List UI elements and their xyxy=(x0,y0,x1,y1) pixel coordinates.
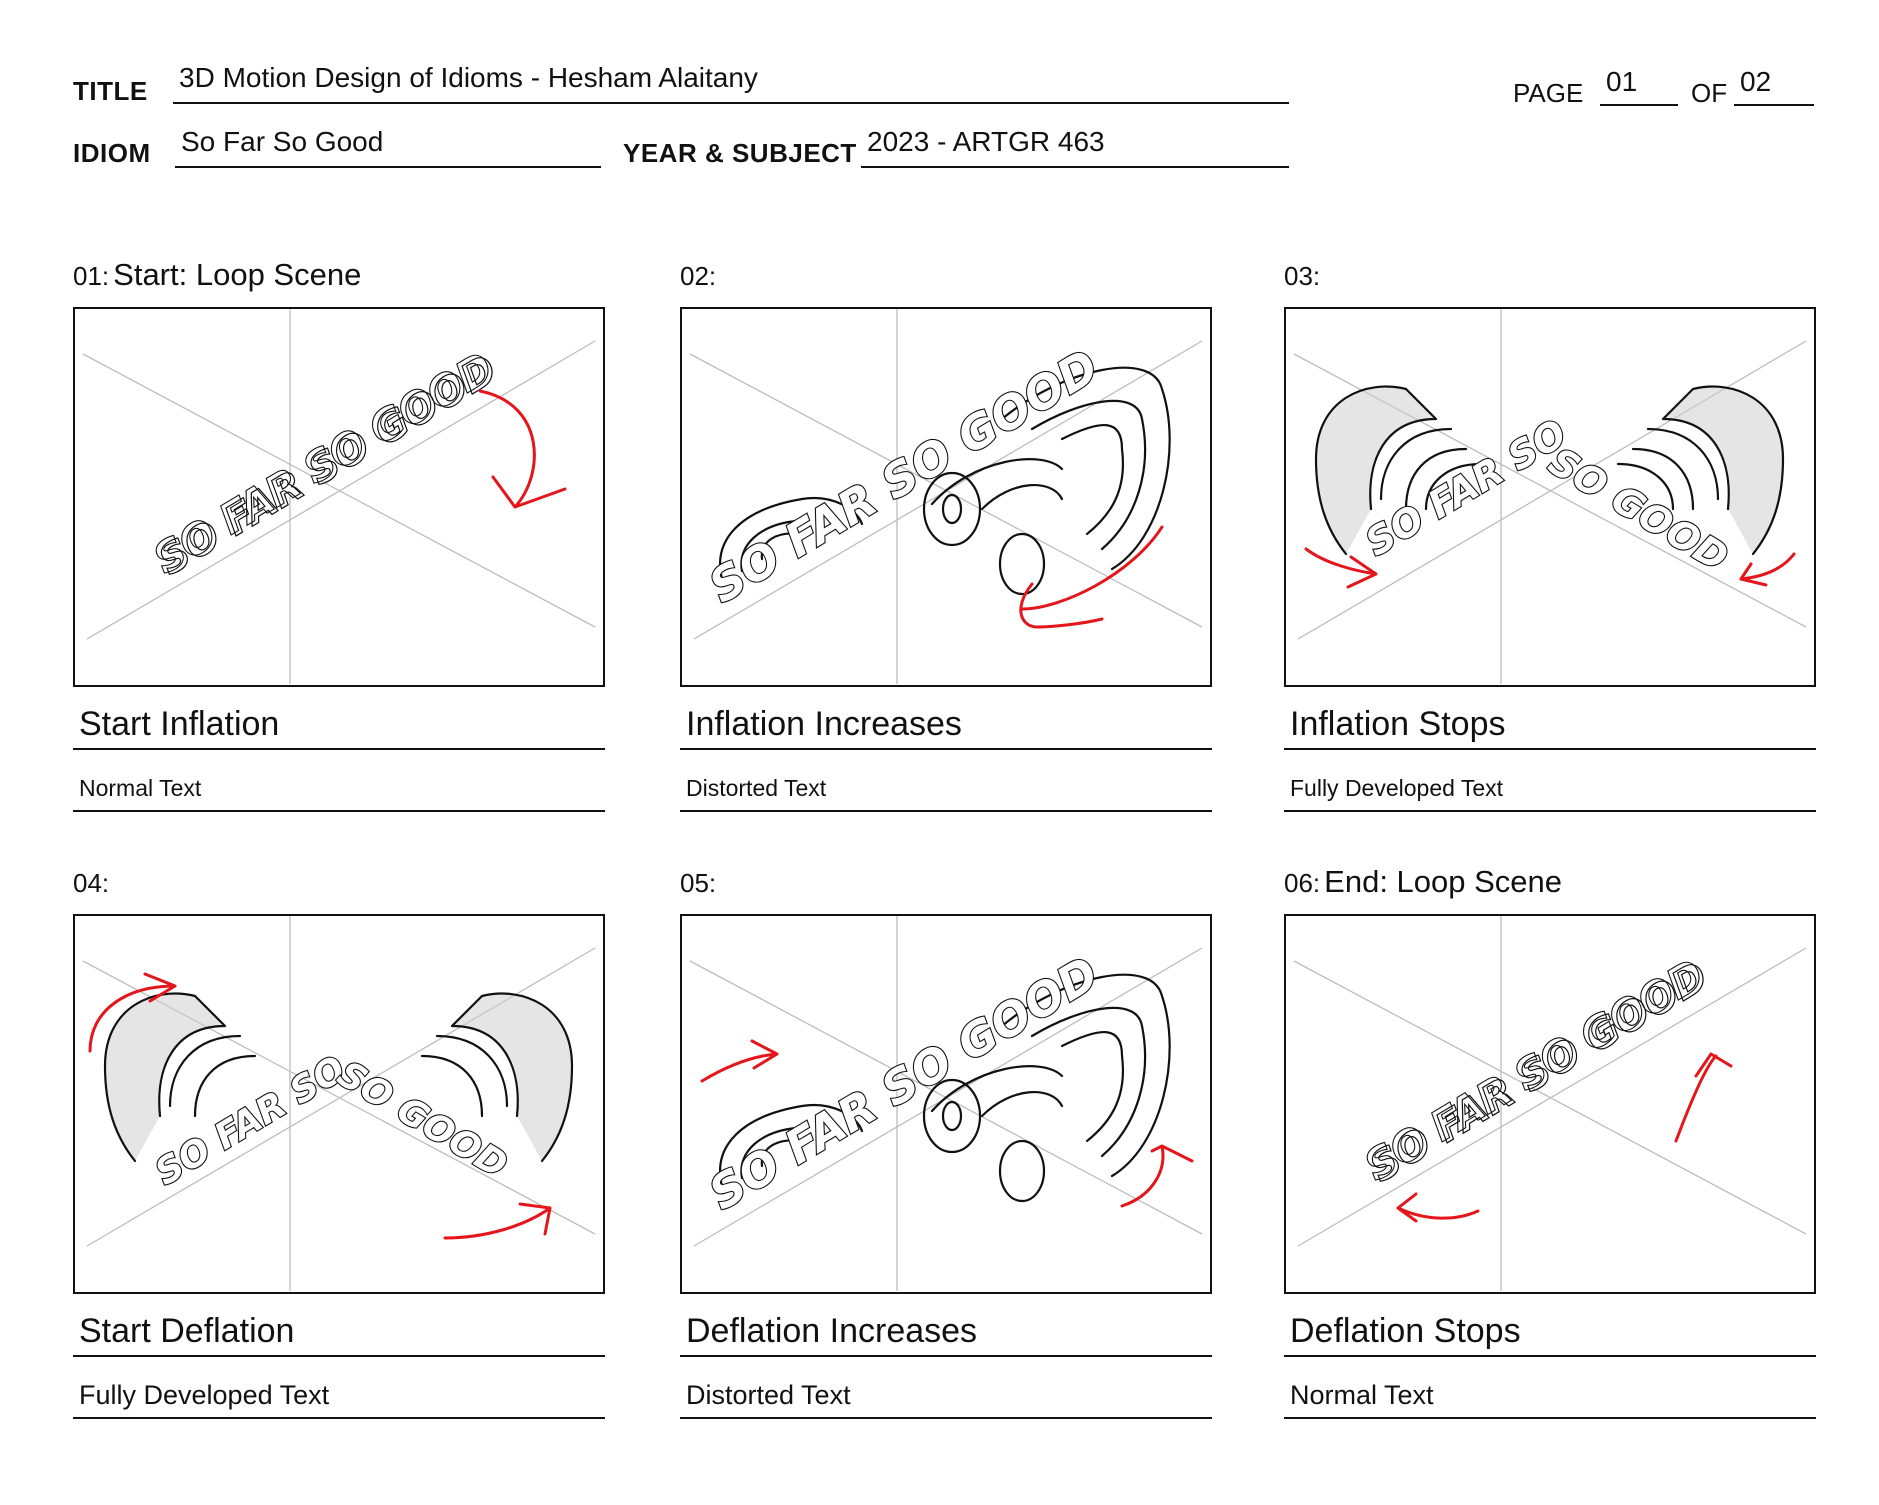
frame-note[interactable]: Distorted Text xyxy=(680,768,1212,812)
sketch-panel[interactable]: SO FAR SO GOOD xyxy=(680,307,1212,687)
sketch-drawing: SO FAR SO GOOD xyxy=(689,916,1203,1291)
sketch-panel[interactable]: SO FAR SO SO GOOD xyxy=(1284,307,1816,687)
frame-note[interactable]: Normal Text xyxy=(73,768,605,812)
page-number-field[interactable]: 01 xyxy=(1600,66,1678,106)
sketch-panel[interactable]: SO FAR SO GOOD SO FAR SO GOOD xyxy=(73,307,605,687)
svg-text:SO FAR SO GOOD: SO FAR SO GOOD xyxy=(700,946,1108,1221)
year-subject-label: YEAR & SUBJECT xyxy=(623,138,857,168)
frame-number: 04: xyxy=(73,868,110,898)
frame-note[interactable]: Fully Developed Text xyxy=(73,1375,605,1419)
svg-text:SO FAR SO GOOD: SO FAR SO GOOD xyxy=(1362,954,1716,1192)
page-label: PAGE xyxy=(1513,78,1584,108)
frame-caption[interactable]: Deflation Stops xyxy=(1284,1309,1816,1357)
frame-caption[interactable]: Inflation Stops xyxy=(1284,702,1816,750)
svg-text:SO FAR SO GOOD: SO FAR SO GOOD xyxy=(151,347,505,585)
frame-number: 01:Start: Loop Scene xyxy=(73,257,362,292)
year-subject-field[interactable]: 2023 - ARTGR 463 xyxy=(861,126,1289,168)
sketch-drawing: SO FAR SO SO GOOD xyxy=(1293,309,1807,684)
frame-caption[interactable]: Inflation Increases xyxy=(680,702,1212,750)
page-total-field[interactable]: 02 xyxy=(1734,66,1814,106)
idiom-label: IDIOM xyxy=(73,138,151,168)
sketch-drawing: SO FAR SO GOOD xyxy=(689,309,1203,684)
frame-caption[interactable]: Start Inflation xyxy=(73,702,605,750)
frame-number: 05: xyxy=(680,868,717,898)
sketch-drawing: SO FAR SO SO GOOD xyxy=(82,916,596,1291)
frame-note[interactable]: Fully Developed Text xyxy=(1284,768,1816,812)
title-field[interactable]: 3D Motion Design of Idioms - Hesham Alai… xyxy=(173,62,1289,104)
frame-number: 03: xyxy=(1284,261,1321,291)
title-label: TITLE xyxy=(73,76,148,106)
svg-text:SO GOOD: SO GOOD xyxy=(1541,439,1735,580)
frame-caption[interactable]: Start Deflation xyxy=(73,1309,605,1357)
frame-number: 02: xyxy=(680,261,717,291)
sketch-panel[interactable]: SO FAR SO SO GOOD xyxy=(73,914,605,1294)
frame-note[interactable]: Normal Text xyxy=(1284,1375,1816,1419)
sketch-panel[interactable]: SO FAR SO GOOD SO FAR SO GOOD xyxy=(1284,914,1816,1294)
sketch-drawing: SO FAR SO GOOD SO FAR SO GOOD xyxy=(82,309,596,684)
of-label: OF xyxy=(1691,78,1728,108)
svg-text:SO GOOD: SO GOOD xyxy=(330,1054,514,1187)
svg-text:SO FAR SO GOOD: SO FAR SO GOOD xyxy=(700,339,1108,614)
idiom-field[interactable]: So Far So Good xyxy=(175,126,601,168)
sketch-panel[interactable]: SO FAR SO GOOD xyxy=(680,914,1212,1294)
sketch-drawing: SO FAR SO GOOD SO FAR SO GOOD xyxy=(1293,916,1807,1291)
frame-caption[interactable]: Deflation Increases xyxy=(680,1309,1212,1357)
frame-note[interactable]: Distorted Text xyxy=(680,1375,1212,1419)
frame-number: 06:End: Loop Scene xyxy=(1284,864,1563,899)
